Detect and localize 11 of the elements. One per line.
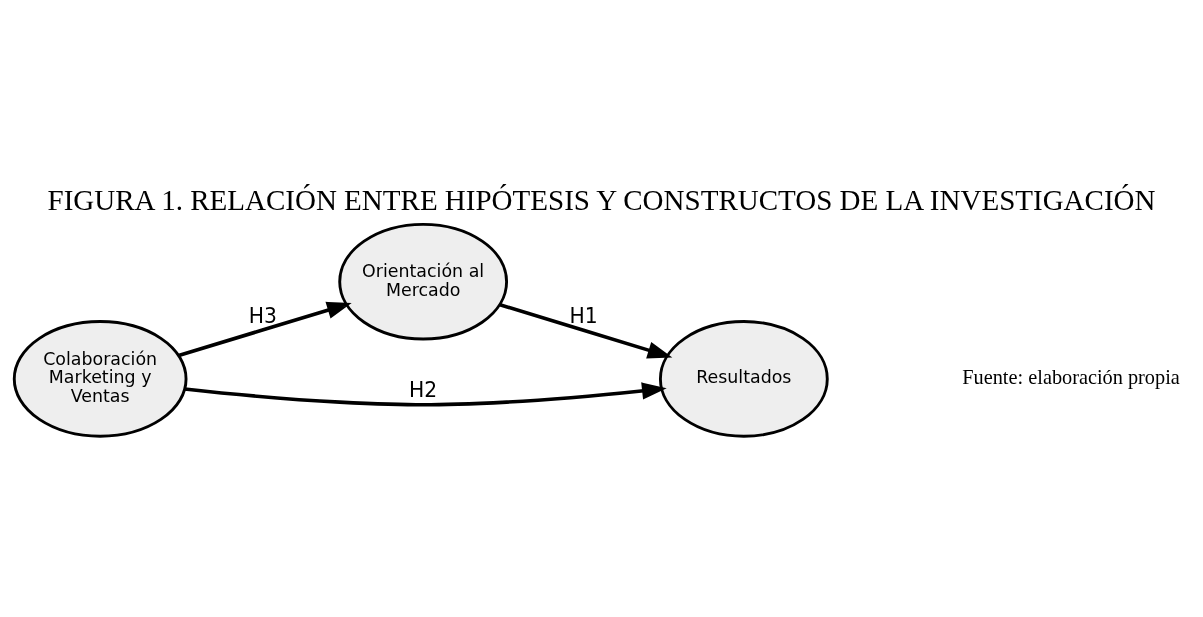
node-ellipse: Resultados [658,320,829,438]
arrow [178,301,352,358]
diagram-title: FIGURA 1. RELACIÓN ENTRE HIPÓTESIS Y CONSTRUCTOS DE LA INVESTIGACIÓN [47,183,1156,216]
edge-label: H1 [569,303,598,328]
arrow [499,302,673,359]
arrow [184,382,667,407]
node-ellipse: Colaboración Marketing y Ventas [12,320,188,438]
edge-label: H3 [248,303,277,328]
node-ellipse: Orientación al Mercado [338,222,509,341]
caption: Fuente: elaboración propia [962,366,1180,389]
edge-label: H2 [409,377,438,402]
